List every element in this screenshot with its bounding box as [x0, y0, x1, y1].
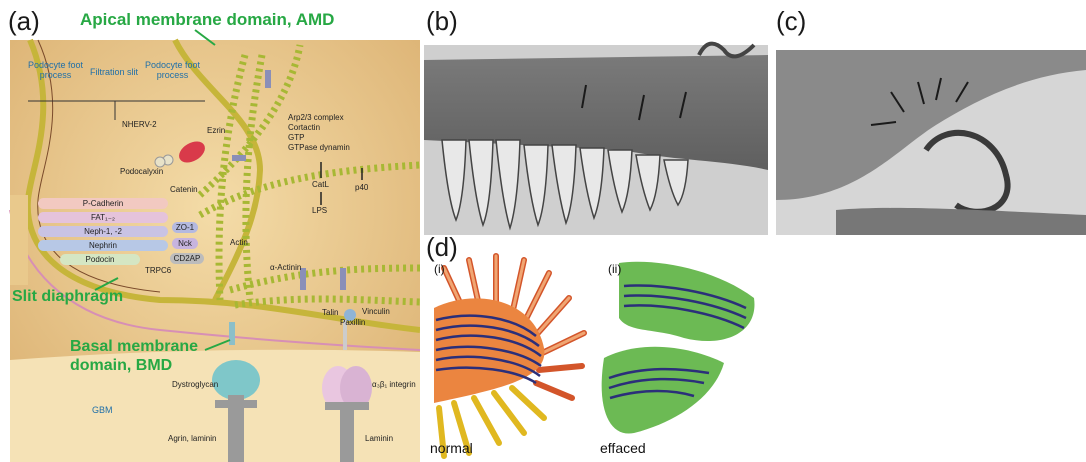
- catenin-label: Catenin: [170, 185, 198, 194]
- cd2ap-box: CD2AP: [170, 253, 204, 264]
- lps-label: LPS: [312, 206, 327, 215]
- basal-domain-label-2: domain, BMD: [70, 357, 172, 375]
- arp-item-1: Cortactin: [288, 123, 320, 132]
- nephrin-bar: Nephrin: [38, 240, 168, 251]
- panel-a: (a) Apical membrane domain, AMD Slit dia…: [0, 0, 420, 462]
- actin-label: Actin: [230, 238, 248, 247]
- catl-label: CatL: [312, 180, 329, 189]
- podocin-bar: Podocin: [60, 254, 140, 265]
- filtration-slit-label: Filtration slit: [90, 67, 138, 77]
- p40-label: p40: [355, 183, 368, 192]
- podocalyxin-label: Podocalyxin: [120, 167, 163, 176]
- ezrin-label: Ezrin: [207, 126, 225, 135]
- panel-a-letter: (a): [8, 6, 40, 37]
- panel-d-drawing: [424, 238, 764, 462]
- panel-d-sub-i: (i): [434, 262, 445, 276]
- panel-b-micrograph: [424, 0, 768, 235]
- foot-process-right-label: Podocyte foot process: [145, 60, 200, 80]
- caption-normal: normal: [430, 440, 473, 456]
- paxillin-label: Paxillin: [340, 318, 365, 327]
- nck-box: Nck: [172, 238, 198, 249]
- panel-c-micrograph: [776, 0, 1086, 235]
- talin-label: Talin: [322, 308, 338, 317]
- slit-diaphragm-label: Slit diaphragm: [12, 288, 123, 306]
- p-cadherin-bar: P-Cadherin: [38, 198, 168, 209]
- panel-c: (c): [776, 0, 1086, 235]
- nherv-label: NHERV-2: [122, 120, 157, 129]
- apical-domain-label: Apical membrane domain, AMD: [80, 10, 334, 30]
- basal-domain-label-1: Basal membrane: [70, 338, 198, 356]
- panel-c-letter: (c): [776, 6, 806, 37]
- arp-item-0: Arp2/3 complex: [288, 113, 344, 122]
- arp-item-2: GTP: [288, 133, 304, 142]
- arp-item-3: GTPase dynamin: [288, 143, 350, 152]
- trpc6-label: TRPC6: [145, 266, 171, 275]
- fat-bar: FAT₁₋₂: [38, 212, 168, 223]
- vinculin-label: Vinculin: [362, 307, 390, 316]
- agrin-label: Agrin, laminin: [168, 434, 216, 443]
- laminin-label: Laminin: [365, 434, 393, 443]
- dystroglycan-label: Dystroglycan: [172, 380, 218, 389]
- foot-process-left-label: Podocyte foot process: [28, 60, 83, 80]
- caption-effaced: effaced: [600, 440, 646, 456]
- panel-d-sub-ii: (ii): [608, 262, 621, 276]
- panel-b: (b): [424, 0, 768, 235]
- panel-d-letter: (d): [426, 232, 458, 263]
- panel-d: (d) (i) (ii) normal effaced: [424, 238, 764, 462]
- integrin-label: α₃β₁ integrin: [372, 380, 416, 389]
- panel-b-letter: (b): [426, 6, 458, 37]
- neph-bar: Neph-1, -2: [38, 226, 168, 237]
- gbm-label: GBM: [92, 405, 113, 415]
- zo1-box: ZO-1: [172, 222, 198, 233]
- alpha-actinin-label: α-Actinin: [270, 263, 301, 272]
